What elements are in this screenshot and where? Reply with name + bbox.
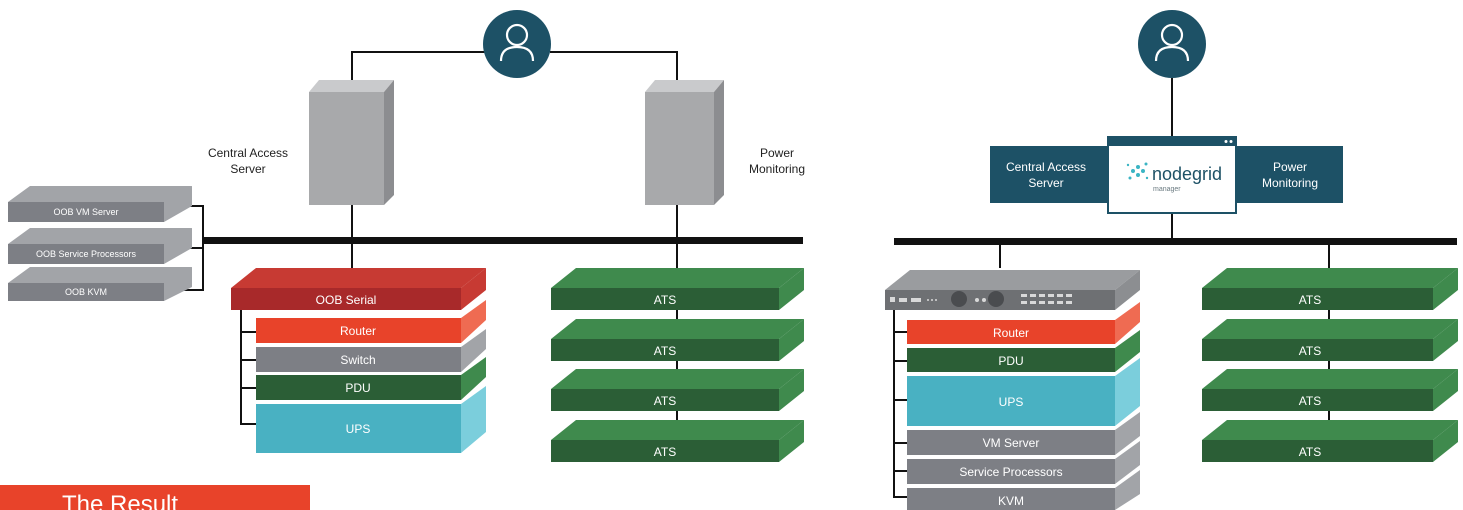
right-stack-router: Router: [907, 302, 1140, 344]
right-stack-ups: UPS: [907, 358, 1140, 426]
nodegrid-appliance: [885, 270, 1140, 310]
right-diagram: Central Access Server Power Monitoring n…: [885, 10, 1458, 510]
oob-device-service-processors: OOB Service Processors: [8, 228, 192, 264]
left-stack-router-label: Router: [340, 324, 376, 338]
left-ats-4-label: ATS: [654, 445, 676, 459]
result-banner: The Result: [0, 485, 310, 510]
right-ats-4-label: ATS: [1299, 445, 1321, 459]
right-ats-1-label: ATS: [1299, 293, 1321, 307]
nodegrid-sub-text: manager: [1153, 186, 1181, 193]
left-power-monitoring-label: Power: [760, 146, 794, 160]
right-stack-service-processors-label: Service Processors: [959, 465, 1062, 479]
right-ats-3: ATS: [1202, 369, 1458, 411]
right-central-access-label-2: Server: [1028, 176, 1063, 190]
left-central-access-server: [309, 80, 394, 205]
nodegrid-brand-text: nodegrid: [1152, 164, 1222, 184]
left-main-bus: [203, 237, 803, 244]
right-ats-2: ATS: [1202, 319, 1458, 361]
left-ats-2: ATS: [551, 319, 804, 361]
right-central-access-box: [990, 146, 1116, 203]
left-stack-switch-label: Switch: [340, 353, 375, 367]
oob-service-processors-label: OOB Service Processors: [36, 249, 137, 259]
oob-device-vm-server: OOB VM Server: [8, 186, 192, 222]
left-device-stack: OOB Serial Router Switch PDU UPS: [231, 268, 486, 453]
left-ats-1-label: ATS: [654, 293, 676, 307]
left-diagram: Central Access Server Power Monitoring O…: [8, 10, 805, 462]
oob-kvm-label: OOB KVM: [65, 287, 107, 297]
right-stack-kvm: KVM: [907, 470, 1140, 510]
left-user-icon: [483, 10, 551, 78]
right-stack-service-processors: Service Processors: [907, 441, 1140, 484]
left-stack-ups-label: UPS: [346, 422, 371, 436]
left-stack-pdu: PDU: [256, 357, 486, 400]
right-power-monitoring-label-2: Monitoring: [1262, 176, 1318, 190]
left-central-access-label: Central Access: [208, 146, 288, 160]
left-power-monitoring-server: [645, 80, 724, 205]
left-stack-switch: Switch: [256, 329, 486, 372]
oob-device-kvm: OOB KVM: [8, 267, 192, 301]
right-stack-pdu-label: PDU: [998, 354, 1023, 368]
right-stack-pdu: PDU: [907, 330, 1140, 372]
right-stack-router-label: Router: [993, 326, 1029, 340]
right-stack-ups-label: UPS: [999, 395, 1024, 409]
left-ats-2-label: ATS: [654, 344, 676, 358]
right-main-bus: [894, 238, 1457, 245]
left-ats-3: ATS: [551, 369, 804, 411]
left-ats-column: ATS ATS ATS ATS: [551, 268, 804, 462]
right-power-monitoring-box: [1228, 146, 1343, 203]
oob-vm-server-label: OOB VM Server: [53, 207, 118, 217]
right-connection-lines: [893, 78, 1330, 498]
left-stack-ups: UPS: [256, 386, 486, 453]
right-ats-2-label: ATS: [1299, 344, 1321, 358]
left-ats-3-label: ATS: [654, 394, 676, 408]
right-power-monitoring-label: Power: [1273, 160, 1307, 174]
left-ats-4: ATS: [551, 420, 804, 462]
right-ats-column: ATS ATS ATS ATS: [1202, 268, 1458, 462]
left-central-access-label-2: Server: [230, 162, 265, 176]
left-stack-router: Router: [256, 300, 486, 343]
right-device-stack: Router PDU UPS VM Server Service Process: [907, 302, 1140, 510]
right-ats-1: ATS: [1202, 268, 1458, 310]
left-power-monitoring-label-2: Monitoring: [749, 162, 805, 176]
nodegrid-logo-icon: [1126, 162, 1149, 180]
left-stack-oob-serial-label: OOB Serial: [316, 293, 377, 307]
left-stack-oob-serial: OOB Serial: [231, 268, 486, 310]
nodegrid-manager-window: nodegrid manager: [1107, 136, 1237, 214]
left-stack-pdu-label: PDU: [345, 381, 370, 395]
right-central-access-label: Central Access: [1006, 160, 1086, 174]
right-stack-vm-server: VM Server: [907, 412, 1140, 455]
left-ats-1: ATS: [551, 268, 804, 310]
right-ats-4: ATS: [1202, 420, 1458, 462]
right-ats-3-label: ATS: [1299, 394, 1321, 408]
right-stack-vm-server-label: VM Server: [983, 436, 1040, 450]
right-user-icon: [1138, 10, 1206, 78]
right-stack-kvm-label: KVM: [998, 494, 1024, 508]
